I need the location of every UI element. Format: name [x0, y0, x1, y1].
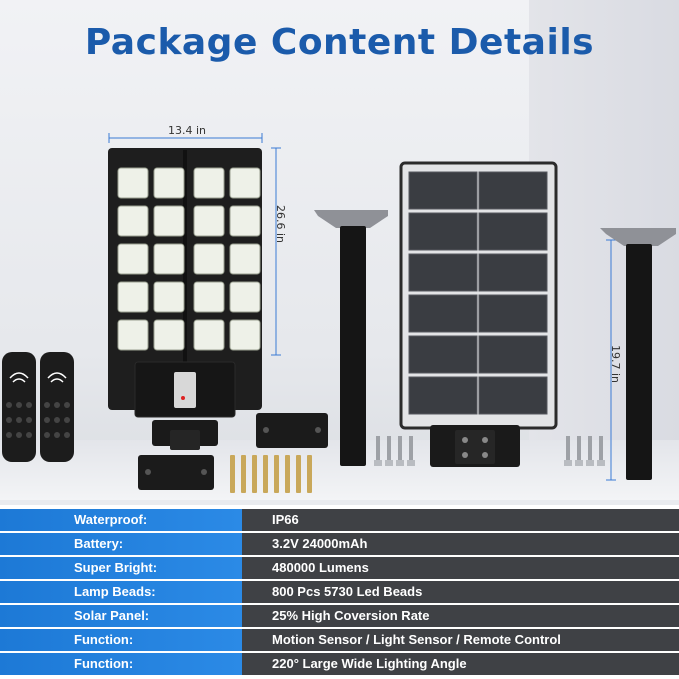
- led-module: [117, 243, 149, 275]
- mounting-pole-left: [314, 210, 388, 466]
- led-module: [117, 281, 149, 313]
- spec-row: Waterproof: IP66: [0, 509, 679, 531]
- remote-control-right: [40, 352, 74, 462]
- led-module: [229, 167, 261, 199]
- spec-row: Function: Motion Sensor / Light Sensor /…: [0, 629, 679, 651]
- led-street-lamp: [108, 148, 262, 450]
- spec-label: Function:: [0, 629, 242, 651]
- screw: [307, 455, 312, 493]
- led-module: [153, 319, 185, 351]
- bolt: [588, 436, 592, 464]
- bolt: [409, 436, 413, 464]
- bolt-head: [407, 460, 415, 466]
- solar-cell: [478, 294, 548, 333]
- pole-dimension-line: [606, 239, 616, 481]
- bolt: [387, 436, 391, 464]
- solar-cell: [408, 171, 478, 210]
- spec-value: IP66: [242, 509, 679, 531]
- product-scene: 13.4 in 26.6 in 19.7 in Package Content …: [0, 0, 679, 500]
- led-module: [193, 319, 225, 351]
- lamp-height-label: 26.6 in: [274, 205, 287, 244]
- screw: [241, 455, 246, 493]
- lamp-width-label: 13.4 in: [168, 124, 207, 137]
- solar-cell: [478, 253, 548, 292]
- screw: [230, 455, 235, 493]
- bolt-set-center: [374, 436, 415, 466]
- solar-cell: [408, 212, 478, 251]
- led-module: [117, 205, 149, 237]
- led-module: [153, 281, 185, 313]
- bolt-head: [586, 460, 594, 466]
- led-module: [117, 319, 149, 351]
- spec-value: 3.2V 24000mAh: [242, 533, 679, 555]
- spec-value: 800 Pcs 5730 Led Beads: [242, 581, 679, 603]
- solar-cell: [478, 171, 548, 210]
- solar-cell: [408, 294, 478, 333]
- led-module: [153, 243, 185, 275]
- spec-row: Super Bright: 480000 Lumens: [0, 557, 679, 579]
- bolt-head: [564, 460, 572, 466]
- screw: [274, 455, 279, 493]
- mounting-bracket-small: [138, 455, 214, 490]
- height-dimension-line: [271, 147, 281, 356]
- spec-row: Lamp Beads: 800 Pcs 5730 Led Beads: [0, 581, 679, 603]
- solar-cell: [478, 335, 548, 374]
- spec-value: 25% High Coversion Rate: [242, 605, 679, 627]
- bolt-head: [597, 460, 605, 466]
- width-dimension-line: [108, 133, 263, 143]
- spec-label: Lamp Beads:: [0, 581, 242, 603]
- led-module: [229, 243, 261, 275]
- spec-label: Solar Panel:: [0, 605, 242, 627]
- led-module: [193, 167, 225, 199]
- solar-cell: [408, 335, 478, 374]
- solar-panel: [399, 161, 558, 467]
- solar-cell: [408, 376, 478, 415]
- led-module: [229, 205, 261, 237]
- pole-height-label: 19.7 in: [609, 345, 622, 384]
- bolt: [577, 436, 581, 464]
- expansion-screws: [230, 455, 312, 493]
- led-module: [193, 281, 225, 313]
- screw: [263, 455, 268, 493]
- mounting-bracket-plate: [256, 413, 328, 448]
- solar-cell: [408, 253, 478, 292]
- spec-table: Waterproof: IP66 Battery: 3.2V 24000mAh …: [0, 505, 679, 679]
- background-floor: [0, 440, 679, 500]
- spec-value: 480000 Lumens: [242, 557, 679, 579]
- led-module: [153, 167, 185, 199]
- remote-control-left: [2, 352, 36, 462]
- screw: [285, 455, 290, 493]
- screw: [296, 455, 301, 493]
- spec-label: Super Bright:: [0, 557, 242, 579]
- solar-cell: [478, 376, 548, 415]
- spec-value: Motion Sensor / Light Sensor / Remote Co…: [242, 629, 679, 651]
- page-title: Package Content Details: [84, 22, 595, 63]
- spec-row: Solar Panel: 25% High Coversion Rate: [0, 605, 679, 627]
- led-module: [229, 319, 261, 351]
- bolt: [566, 436, 570, 464]
- bolt-head: [575, 460, 583, 466]
- led-module: [153, 205, 185, 237]
- solar-cell: [478, 212, 548, 251]
- bolt: [398, 436, 402, 464]
- bolt: [376, 436, 380, 464]
- spec-label: Waterproof:: [0, 509, 242, 531]
- led-module: [117, 167, 149, 199]
- screw: [252, 455, 257, 493]
- mounting-pole-right: [600, 228, 676, 480]
- spec-value: 220° Large Wide Lighting Angle: [242, 653, 679, 675]
- led-module: [193, 243, 225, 275]
- spec-label: Battery:: [0, 533, 242, 555]
- bolt-head: [396, 460, 404, 466]
- bolt-set-right: [564, 436, 605, 466]
- spec-label: Function:: [0, 653, 242, 675]
- product-illustration: [2, 133, 676, 493]
- led-module: [229, 281, 261, 313]
- spec-row: Battery: 3.2V 24000mAh: [0, 533, 679, 555]
- bolt: [599, 436, 603, 464]
- spec-row: Function: 220° Large Wide Lighting Angle: [0, 653, 679, 675]
- bolt-head: [385, 460, 393, 466]
- led-module: [193, 205, 225, 237]
- bolt-head: [374, 460, 382, 466]
